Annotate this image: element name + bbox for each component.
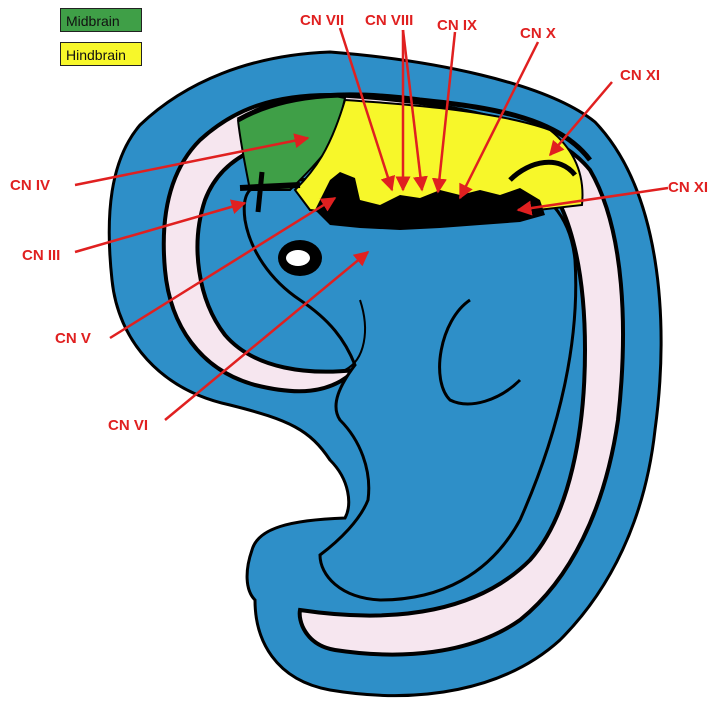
legend-hindbrain: Hindbrain <box>60 42 142 66</box>
label-cn-ix: CN IX <box>437 17 477 34</box>
label-cn-x: CN X <box>520 25 556 42</box>
legend-hindbrain-label: Hindbrain <box>66 47 126 63</box>
label-cn-iv: CN IV <box>10 177 50 194</box>
label-cn-viii: CN VIII <box>365 12 413 29</box>
forebrain-root <box>240 185 300 188</box>
label-cn-xi: CN XI <box>620 67 660 84</box>
label-cn-xii: CN XI <box>668 179 708 196</box>
label-cn-vii: CN VII <box>300 12 344 29</box>
legend-midbrain-label: Midbrain <box>66 13 120 29</box>
legend-midbrain: Midbrain <box>60 8 142 32</box>
label-cn-vi: CN VI <box>108 417 148 434</box>
label-cn-v: CN V <box>55 330 91 347</box>
eye-inner <box>286 250 310 266</box>
label-cn-iii: CN III <box>22 247 60 264</box>
